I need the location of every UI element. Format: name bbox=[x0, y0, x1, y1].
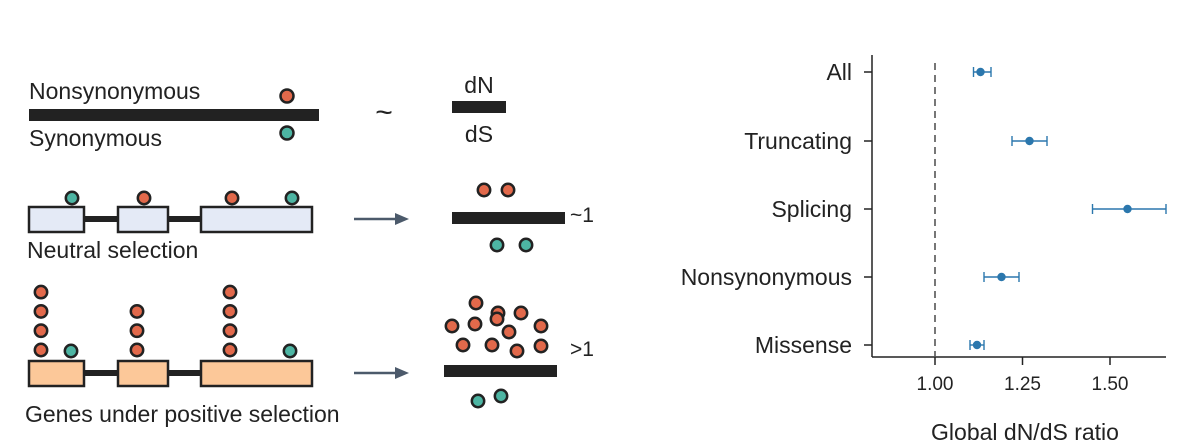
forest-plot: AllTruncatingSplicingNonsynonymousMissen… bbox=[681, 55, 1167, 443]
neutral-ratio-bar bbox=[452, 212, 565, 224]
x-tick-label: 1.25 bbox=[1004, 374, 1041, 395]
nonsynonymous-mutation-dot bbox=[222, 303, 238, 319]
nonsynonymous-ratio-dot bbox=[455, 337, 471, 353]
nonsynonymous-ratio-dot bbox=[468, 295, 484, 311]
nonsynonymous-label: Nonsynonymous bbox=[29, 78, 200, 104]
nonsynonymous-mutation-dot bbox=[222, 284, 238, 300]
synonymous-ratio-dot bbox=[489, 237, 505, 253]
positive-gene-model bbox=[27, 284, 314, 388]
nonsynonymous-ratio-dot bbox=[476, 182, 492, 198]
positive-ratio-label: >1 bbox=[570, 338, 594, 361]
nonsynonymous-mutation-dot bbox=[33, 284, 49, 300]
neutral-ratio-dots bbox=[476, 182, 534, 253]
ratio-fraction-bar bbox=[452, 101, 506, 113]
sequence-bar bbox=[29, 109, 319, 121]
arrow-head bbox=[395, 213, 409, 225]
nonsynonymous-mutation-dot bbox=[33, 323, 49, 339]
nonsynonymous-ratio-dot bbox=[513, 305, 529, 321]
category-label: Truncating bbox=[744, 128, 852, 154]
estimate-point bbox=[997, 272, 1006, 282]
nonsynonymous-mutation-dot bbox=[129, 342, 145, 358]
exon bbox=[199, 205, 314, 234]
estimate-point bbox=[972, 340, 982, 350]
neutral-selection-label: Neutral selection bbox=[27, 237, 198, 263]
exon bbox=[27, 359, 86, 388]
neutral-ratio-label: ~1 bbox=[570, 204, 594, 227]
nonsynonymous-ratio-dot bbox=[533, 318, 549, 334]
exon bbox=[199, 359, 314, 388]
synonymous-ratio-dot bbox=[493, 388, 509, 404]
nonsynonymous-mutation-dot bbox=[136, 190, 152, 206]
neutral-arrow bbox=[354, 213, 409, 225]
positive-arrow bbox=[354, 367, 409, 379]
nonsynonymous-ratio-dot bbox=[484, 337, 500, 353]
nonsynonymous-ratio-dot bbox=[501, 324, 517, 340]
exon bbox=[27, 205, 86, 234]
estimate-point bbox=[1025, 136, 1034, 146]
nonsynonymous-ratio-dot bbox=[533, 338, 549, 354]
estimate-point bbox=[976, 67, 985, 77]
nonsynonymous-ratio-dot bbox=[467, 316, 483, 332]
nonsynonymous-mutation-dot bbox=[33, 303, 49, 319]
category-label: All bbox=[826, 59, 852, 85]
nonsynonymous-dot-key bbox=[279, 88, 295, 104]
nonsynonymous-ratio-dot bbox=[500, 182, 516, 198]
positive-mutation-dots bbox=[33, 284, 298, 359]
synonymous-ratio-dot bbox=[470, 393, 486, 409]
synonymous-mutation-dot bbox=[284, 190, 300, 206]
nonsynonymous-mutation-dot bbox=[33, 342, 49, 358]
synonymous-ratio-dot bbox=[518, 237, 534, 253]
category-label: Splicing bbox=[771, 196, 852, 222]
ratio-numerator: dN bbox=[464, 72, 493, 98]
nonsynonymous-mutation-dot bbox=[129, 303, 145, 319]
x-axis-label: Global dN/dS ratio bbox=[931, 419, 1119, 443]
ratio-denominator: dS bbox=[465, 121, 493, 147]
synonymous-mutation-dot bbox=[63, 343, 79, 359]
arrow-head bbox=[395, 367, 409, 379]
synonymous-label: Synonymous bbox=[29, 125, 162, 151]
exon bbox=[116, 359, 170, 388]
positive-selection-label: Genes under positive selection bbox=[25, 401, 340, 427]
neutral-gene-model bbox=[27, 190, 314, 234]
nonsynonymous-mutation-dot bbox=[129, 323, 145, 339]
nonsynonymous-ratio-dot bbox=[509, 343, 525, 359]
nonsynonymous-mutation-dot bbox=[224, 190, 240, 206]
estimate-point bbox=[1123, 204, 1132, 214]
category-label: Missense bbox=[755, 332, 852, 358]
synonymous-dot-key bbox=[279, 125, 295, 141]
nonsynonymous-ratio-dot bbox=[444, 318, 460, 334]
neutral-mutation-dots bbox=[64, 190, 300, 206]
nonsynonymous-mutation-dot bbox=[222, 323, 238, 339]
positive-ratio-dots bbox=[444, 295, 549, 409]
tilde-symbol: ~ bbox=[375, 96, 393, 129]
nonsynonymous-mutation-dot bbox=[222, 342, 238, 358]
nonsynonymous-ratio-dot bbox=[489, 311, 505, 327]
positive-ratio-bar bbox=[444, 365, 557, 377]
x-tick-label: 1.50 bbox=[1092, 374, 1129, 395]
synonymous-mutation-dot bbox=[64, 190, 80, 206]
category-label: Nonsynonymous bbox=[681, 264, 852, 290]
x-tick-label: 1.00 bbox=[917, 374, 954, 395]
exon bbox=[116, 205, 170, 234]
synonymous-mutation-dot bbox=[282, 343, 298, 359]
